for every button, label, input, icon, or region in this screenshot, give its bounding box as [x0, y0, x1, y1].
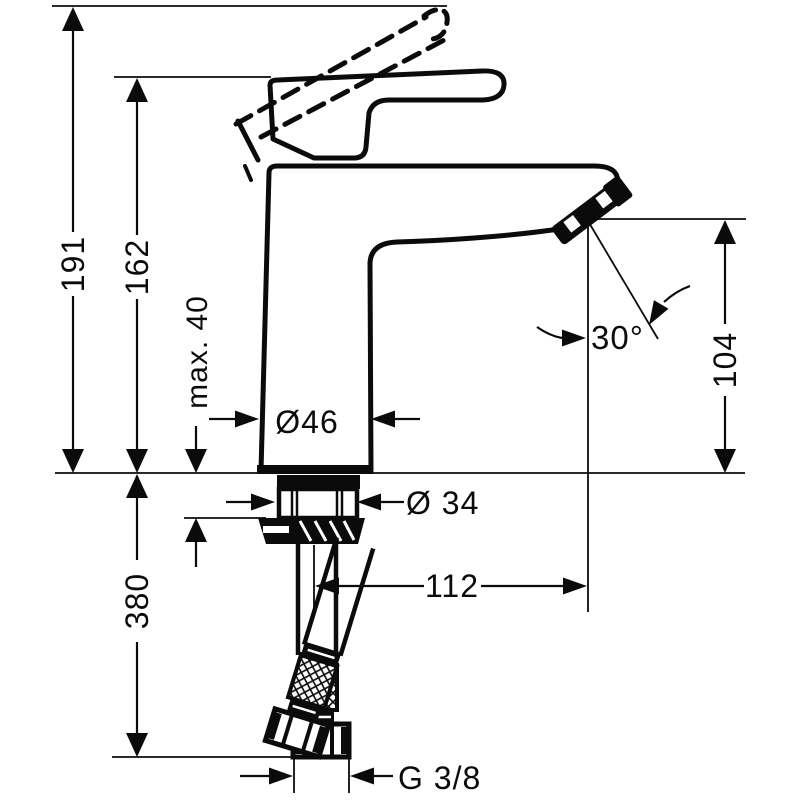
handle-outline — [267, 68, 507, 161]
arrowhead — [62, 449, 84, 473]
handle-raised-front-dash — [243, 164, 253, 182]
collar-slit — [292, 704, 316, 715]
arrowhead — [371, 410, 395, 428]
overall-height-label: 191 — [55, 236, 91, 292]
arrowhead — [269, 767, 293, 785]
arrowhead — [62, 7, 84, 31]
nut-facet-shade — [267, 712, 282, 740]
nut-facet-shade — [312, 725, 327, 754]
body-spout-outline — [258, 163, 620, 474]
arrowhead — [315, 577, 339, 595]
aerator-end-cap — [603, 176, 633, 207]
body-diameter-label: Ø46 — [275, 404, 338, 440]
angle-leader-left — [536, 326, 563, 340]
flange-hatch — [298, 520, 356, 542]
arrowhead — [714, 449, 736, 473]
body-base-gasket — [257, 465, 373, 474]
nut-facet-shade — [341, 727, 348, 754]
aerator-height-label: 104 — [707, 332, 743, 388]
aerator — [552, 176, 633, 245]
arrowhead — [562, 329, 586, 347]
arrowhead — [126, 449, 148, 473]
arrowhead — [126, 78, 148, 102]
aerator-slit — [595, 190, 613, 209]
arrowhead — [126, 733, 148, 757]
arrowhead — [185, 518, 207, 542]
reference-lines — [52, 5, 746, 793]
faucet-handle — [233, 7, 507, 182]
arrowhead — [714, 220, 736, 244]
dimension-lines — [62, 7, 736, 785]
flange-slot — [263, 526, 289, 533]
connection-thread-label: G 3/8 — [398, 760, 481, 796]
spout-height-label: 162 — [119, 239, 155, 295]
hose-nut — [262, 705, 332, 760]
max-mounting-thickness-label: max. 40 — [181, 295, 214, 409]
angle-leader-right — [663, 284, 691, 303]
arrowhead — [357, 493, 381, 511]
shank-seal-band — [277, 475, 360, 489]
arrowhead — [649, 300, 669, 325]
arrowhead — [251, 493, 275, 511]
handle-raised-dashed — [233, 7, 450, 140]
ferrule-slit — [307, 648, 335, 660]
arrowhead — [350, 767, 374, 785]
arrowhead — [563, 577, 587, 595]
aerator-slit — [563, 214, 581, 233]
below-deck-assembly — [258, 475, 376, 760]
arrowhead — [235, 410, 259, 428]
hose-length-label: 380 — [119, 573, 155, 629]
mounting-shank — [276, 486, 360, 521]
arrowhead — [126, 474, 148, 498]
arrowhead — [185, 449, 207, 473]
shank-diameter-label: Ø 34 — [406, 485, 479, 521]
handle-raised-front-edge — [235, 118, 261, 163]
raised-lever-top-dash — [233, 14, 429, 127]
hose-braid — [285, 652, 340, 711]
spout-reach-label: 112 — [425, 568, 479, 604]
dimension-labels: 191 162 max. 40 380 104 Ø46 Ø 34 112 G 3… — [55, 236, 743, 796]
hose-wall — [338, 547, 376, 657]
nut-facet-line — [301, 721, 314, 751]
angle-30deg-line — [587, 220, 659, 340]
hose-wall — [301, 536, 339, 646]
nut-facet-line — [281, 715, 294, 745]
supply-hose-right — [262, 536, 376, 760]
raised-lever-tip-dash — [421, 7, 450, 42]
spout-angle-label: 30° — [591, 319, 644, 356]
raised-lever-bottom-dash — [258, 36, 449, 140]
faucet-body — [257, 163, 633, 474]
